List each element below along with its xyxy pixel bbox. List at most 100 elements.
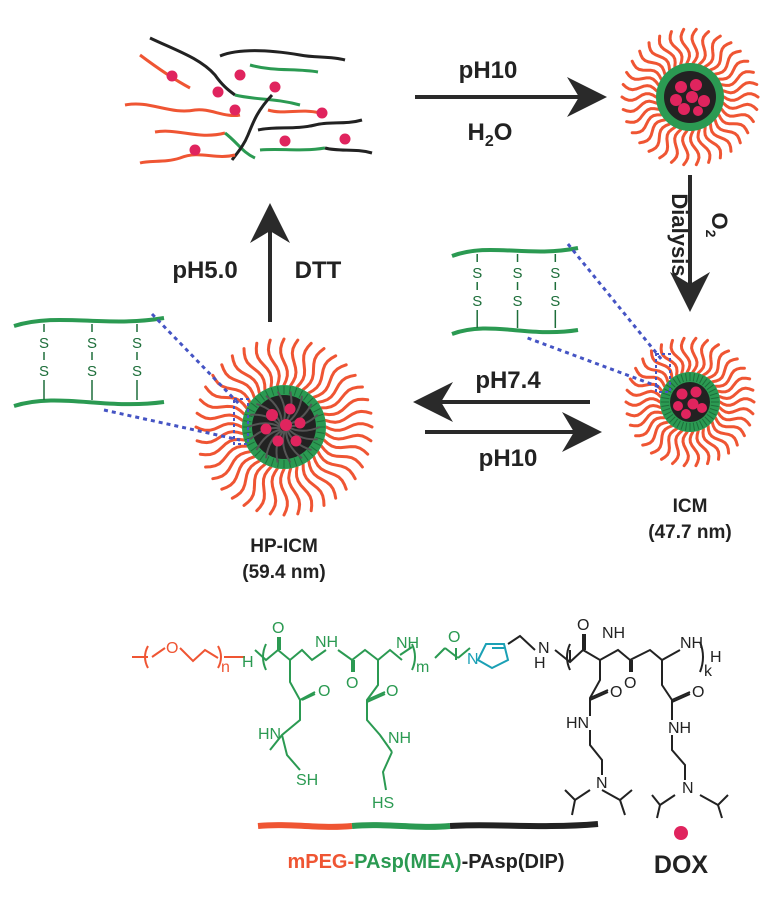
- corona-arm: [641, 357, 670, 384]
- unimer-chain: [257, 118, 363, 132]
- corona-arm: [701, 343, 720, 377]
- shell-tick: [306, 397, 314, 405]
- corona-arm: [307, 459, 338, 500]
- shell-tick: [692, 373, 696, 382]
- shell-tick: [662, 392, 671, 396]
- arrow-mid-label-bottom: pH10: [479, 445, 538, 472]
- unimer-chain: [219, 49, 346, 62]
- dip-o-2: O: [624, 675, 636, 692]
- corona-arm: [717, 113, 750, 135]
- dip-nh-2: N: [538, 640, 550, 657]
- corona-arm: [268, 467, 279, 516]
- shell-tick: [661, 396, 670, 400]
- legend-dox-label: DOX: [654, 851, 709, 879]
- corona-arm: [324, 409, 373, 424]
- shell-tick: [684, 422, 688, 431]
- shell-tick: [277, 459, 280, 468]
- dox-dot: [686, 91, 698, 103]
- mea-o-3: O: [448, 629, 460, 646]
- corona-arm: [703, 125, 723, 160]
- corona-arm: [697, 30, 711, 66]
- corona-arm: [255, 465, 273, 513]
- shell-tick: [293, 458, 298, 467]
- arrow-mid-label-top: pH7.4: [475, 367, 541, 394]
- corona-arm: [266, 338, 281, 387]
- corona-arm: [319, 385, 364, 410]
- corona-arm: [324, 422, 374, 432]
- zoom-line: [527, 336, 663, 390]
- shell-tick: [710, 396, 719, 400]
- dip-nh-side-2: NH: [668, 720, 691, 737]
- corona-arm: [220, 455, 256, 491]
- corona-arm: [295, 341, 313, 389]
- inset-sulfur-atom: S: [87, 335, 97, 352]
- corona-arm: [681, 129, 690, 167]
- unimer-chain: [124, 102, 241, 118]
- shell-tick: [706, 413, 714, 420]
- corona-arm: [669, 128, 683, 164]
- inset-sulfur-atom: S: [132, 335, 142, 352]
- corona-arm: [688, 129, 701, 167]
- dox-dot: [294, 417, 306, 429]
- dox-dot: [693, 106, 703, 116]
- corona-arm: [649, 424, 674, 455]
- mea-block: [254, 637, 471, 791]
- dox-dot: [234, 69, 246, 81]
- corona-arm: [647, 122, 671, 153]
- mea-o-2: O: [346, 675, 358, 692]
- arrow-top-label-below: H2O: [468, 119, 513, 150]
- corona-arm: [703, 34, 722, 69]
- shell-tick: [710, 404, 719, 408]
- dox-dot: [266, 409, 278, 421]
- dox-drug-dots: [166, 69, 351, 156]
- corona-arm: [710, 357, 739, 384]
- corona-arm: [312, 363, 348, 399]
- core-chain: [287, 427, 318, 441]
- dox-dot: [290, 435, 302, 447]
- corona-arm: [720, 70, 755, 87]
- corona-arm: [709, 122, 733, 153]
- shell-tick: [676, 420, 681, 429]
- dip-nh-1: H: [534, 655, 546, 672]
- shell-tick: [704, 416, 711, 423]
- corona-arm: [211, 450, 252, 481]
- unimer-chain: [139, 53, 191, 90]
- inset-sulfur-atom: S: [513, 265, 523, 282]
- peg-oxygen: O: [166, 640, 178, 657]
- dip-nh-4: NH: [680, 635, 703, 652]
- dox-dot: [698, 95, 710, 107]
- corona-arm: [706, 349, 731, 380]
- shell-tick: [708, 411, 717, 416]
- corona-arm: [718, 406, 755, 416]
- arrow-left-label-left: pH5.0: [172, 257, 237, 284]
- shell-tick: [306, 449, 314, 457]
- dip-o-1: O: [577, 617, 589, 634]
- zoom-box: [233, 398, 249, 445]
- peg-repeat-n: n: [221, 659, 230, 676]
- corona-arm: [230, 459, 261, 500]
- corona-arm: [714, 366, 746, 388]
- corona-arm: [696, 338, 709, 375]
- corona-arm: [322, 438, 370, 456]
- corona-arm: [668, 30, 684, 66]
- dox-dot: [272, 435, 284, 447]
- shell-tick: [247, 441, 255, 447]
- corona-arm: [717, 59, 750, 81]
- arrow-right-label-right: O2: [703, 213, 732, 238]
- corona-arm: [630, 59, 663, 81]
- corona-arm: [204, 444, 249, 469]
- shell-tick: [661, 404, 670, 408]
- unimer-chain: [324, 146, 373, 155]
- shell-tick: [666, 413, 674, 420]
- corona-arm: [242, 462, 267, 507]
- corona-arm: [294, 465, 314, 513]
- mea-sh: SH: [296, 772, 318, 789]
- shell-tick: [316, 420, 325, 423]
- micelle-icm: [624, 336, 756, 468]
- corona-arm: [630, 113, 663, 135]
- corona-arm: [624, 397, 662, 407]
- corona-arm: [625, 388, 662, 398]
- corona-arm: [289, 338, 300, 387]
- arrow-right-label-left: Dialysis: [667, 193, 692, 276]
- mea-nh-2: NH: [315, 634, 338, 651]
